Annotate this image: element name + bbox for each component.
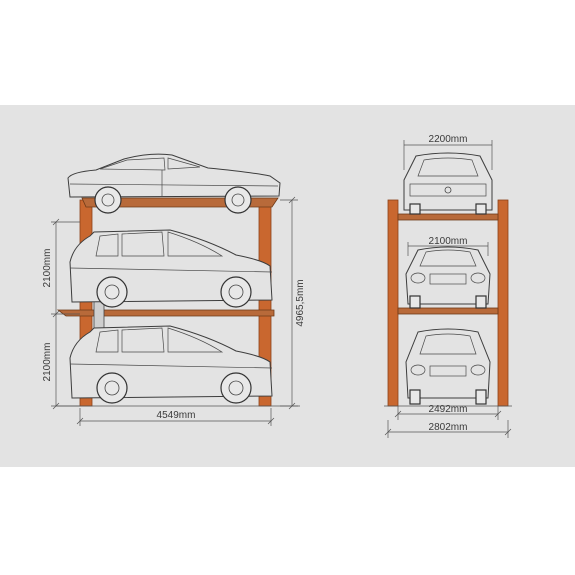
- front-inner-width-dimension: [394, 406, 502, 420]
- front-middle-car-width: 2100mm: [429, 236, 468, 247]
- front-top-platform: [397, 213, 499, 221]
- side-lower-level-height: 2100mm: [42, 343, 53, 382]
- front-middle-car: [405, 246, 491, 309]
- front-top-width-dimension: [403, 140, 493, 170]
- front-middle-platform: [397, 307, 499, 315]
- side-bottom-suv: [69, 325, 273, 404]
- side-length-dimension: [76, 408, 275, 426]
- front-outer-width: 2802mm: [429, 422, 468, 433]
- front-top-car-width: 2200mm: [429, 134, 468, 145]
- side-upper-level-height: 2100mm: [42, 249, 53, 288]
- side-top-sedan: [67, 153, 281, 214]
- side-total-length: 4549mm: [157, 410, 196, 421]
- side-total-height: 4965,5mm: [295, 279, 306, 326]
- front-top-car: [403, 152, 493, 215]
- side-middle-platform: [56, 309, 275, 317]
- front-outer-width-dimension: [384, 420, 512, 438]
- front-right-post: [497, 199, 509, 407]
- front-inner-width: 2492mm: [429, 404, 468, 415]
- side-left-dimensions: [51, 218, 80, 410]
- front-middle-width-dimension: [407, 242, 489, 256]
- front-view: 2200mm 2100mm 2492mm 2802mm: [384, 134, 512, 438]
- front-left-post: [387, 199, 399, 407]
- side-view: 2100mm 2100mm 4965,5mm 4549mm: [42, 153, 306, 426]
- side-middle-suv: [69, 229, 273, 308]
- side-total-height-dimension: [280, 196, 298, 410]
- front-bottom-car: [405, 328, 491, 405]
